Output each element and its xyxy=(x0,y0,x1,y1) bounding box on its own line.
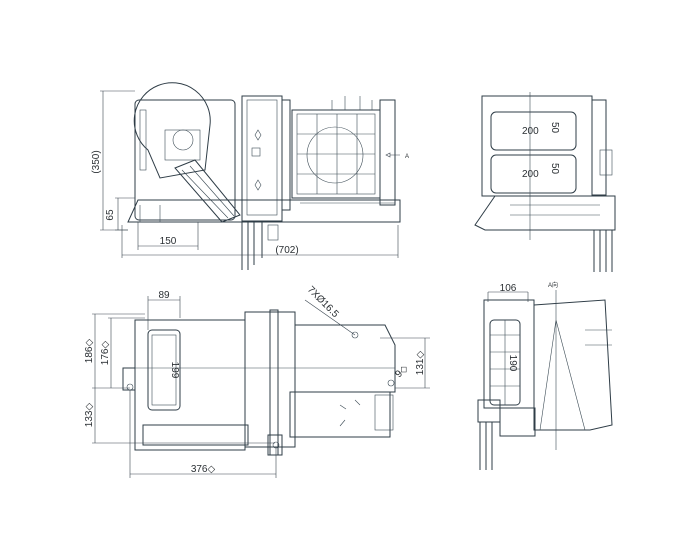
dim-hole-spec: 7XØ16.5 xyxy=(305,284,341,320)
dim-view-a-height: 190 xyxy=(507,355,518,372)
top-view: 89 7XØ16.5 186◇ 176◇ 133◇ 199 131◇ 9◇ 37… xyxy=(84,284,430,478)
dim-view-a-width: 106 xyxy=(500,283,517,294)
dim-lower-133: 133◇ xyxy=(84,403,95,428)
dim-right-9: 9◇ xyxy=(393,363,410,380)
dim-upper-186: 186◇ xyxy=(84,339,95,364)
lower-opening-width: 200 xyxy=(522,169,539,180)
dim-base-height: 65 xyxy=(105,209,116,221)
dim-filter: 199 xyxy=(169,362,180,379)
dim-base-width: 150 xyxy=(160,236,177,247)
dim-total-width: (702) xyxy=(275,245,298,256)
dim-right-131: 131◇ xyxy=(415,351,426,376)
front-view: A (350) 65 150 (702) xyxy=(91,82,409,270)
view-a-title: A向 xyxy=(548,281,558,289)
lower-opening-height: 50 xyxy=(549,163,560,175)
dim-left-offset: 89 xyxy=(158,290,170,301)
side-view: 200 50 200 50 xyxy=(474,92,616,272)
upper-opening-height: 50 xyxy=(549,122,560,134)
view-a: A向 106 190 xyxy=(477,281,613,470)
view-arrow-label: A xyxy=(405,154,409,160)
dim-length: 376◇ xyxy=(191,464,216,475)
upper-opening-width: 200 xyxy=(522,126,539,137)
dim-upper-176: 176◇ xyxy=(100,341,111,366)
dim-height: (350) xyxy=(91,150,102,173)
